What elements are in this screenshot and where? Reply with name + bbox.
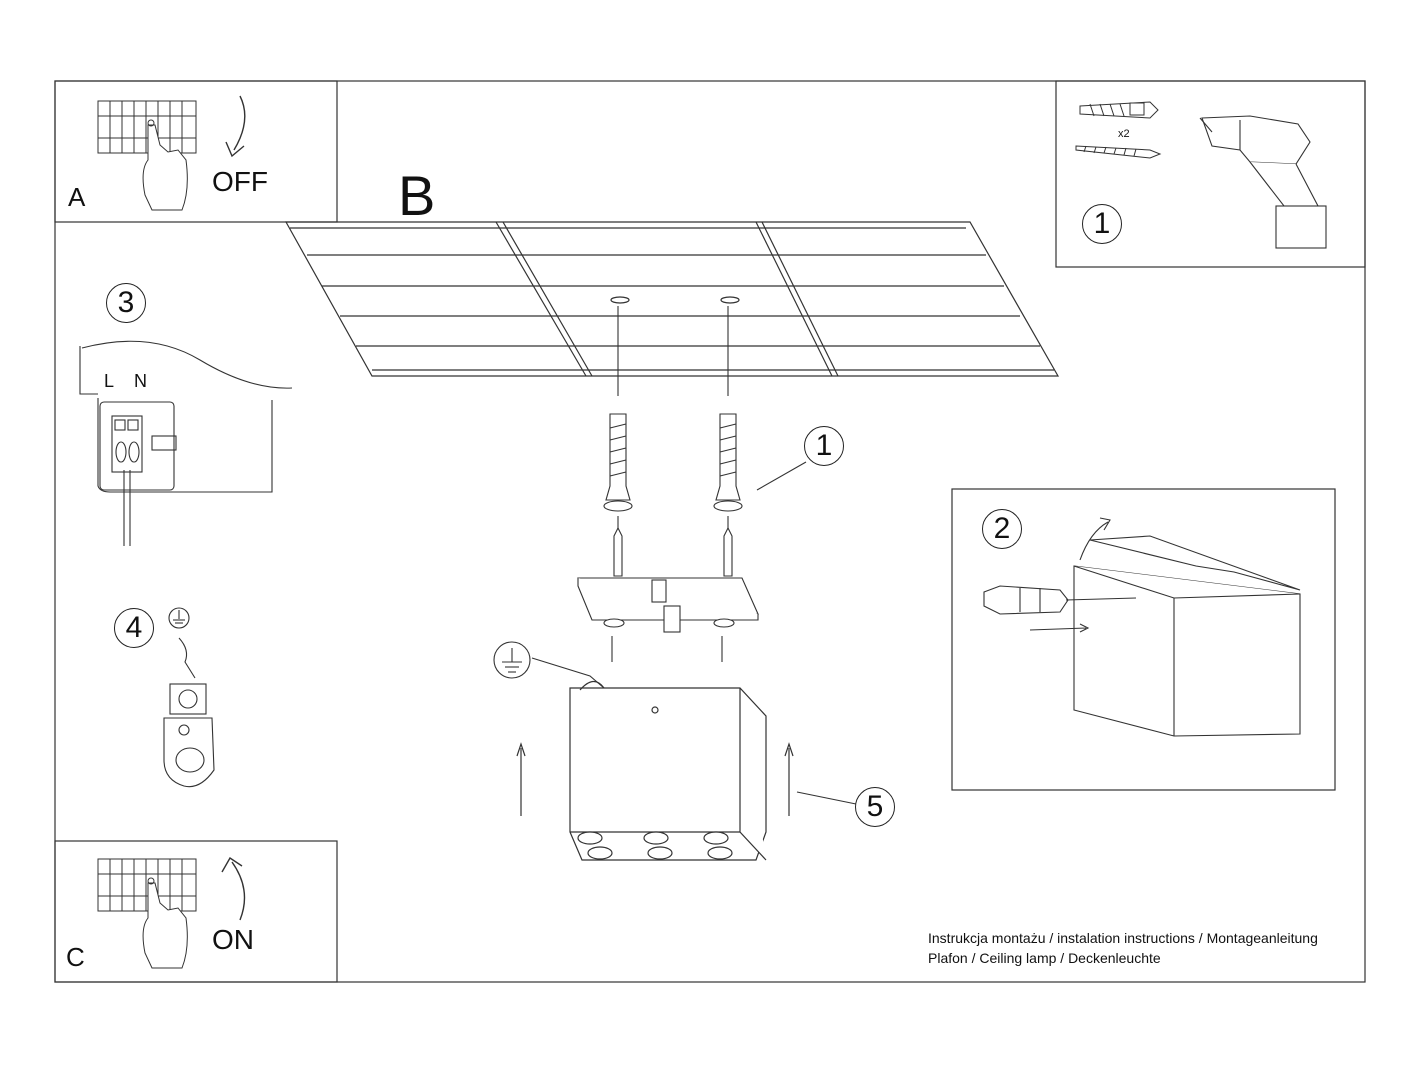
panel-a-letter: A [68, 182, 86, 212]
step-1-tools-marker: 1 [1082, 204, 1122, 244]
step-2-marker: 2 [982, 509, 1022, 549]
step-3-marker: 3 [106, 283, 146, 323]
footer-title: Instrukcja montażu / instalation instruc… [928, 930, 1318, 946]
panel-c-letter: C [66, 942, 85, 972]
lift-arrows [516, 742, 794, 816]
arrow-down-icon [233, 95, 246, 151]
leader-lines [756, 461, 857, 805]
wall-plug-icon [1079, 101, 1159, 119]
tools-panel-frame [1055, 80, 1366, 268]
step-1-marker: 1 [804, 426, 844, 466]
step-4-marker: 4 [114, 608, 154, 648]
breaker-panel-a [97, 100, 197, 211]
lamp-cover-detail [1073, 517, 1301, 737]
tools-quantity: x2 [1118, 128, 1130, 140]
outer-frame [54, 80, 1366, 983]
ceiling-grid [284, 221, 1060, 377]
step-5-marker: 5 [855, 787, 895, 827]
wall-plugs [603, 306, 743, 577]
panel-a-frame [54, 80, 338, 223]
panel-b-letter: B [398, 164, 436, 227]
ground-symbol-large [493, 641, 605, 689]
mounting-bracket [577, 577, 759, 662]
breaker-panel-c [97, 858, 197, 969]
ceiling-lamp-body [569, 680, 767, 861]
drill-icon [1199, 115, 1327, 249]
step2-panel-frame [951, 488, 1336, 791]
panel-c-action: ON [212, 924, 254, 955]
arrow-up-icon [231, 861, 246, 921]
ground-terminal [163, 607, 215, 788]
panel-a-action: OFF [212, 166, 268, 197]
wiring-terminal [79, 340, 293, 546]
wiring-live-label: L [104, 371, 115, 391]
wiring-neutral-label: N [134, 371, 147, 391]
screwdriver-icon [983, 585, 1137, 633]
footer-subtitle: Plafon / Ceiling lamp / Deckenleuchte [928, 950, 1161, 966]
screw-icon [1075, 145, 1162, 159]
panel-c-frame [54, 840, 338, 983]
